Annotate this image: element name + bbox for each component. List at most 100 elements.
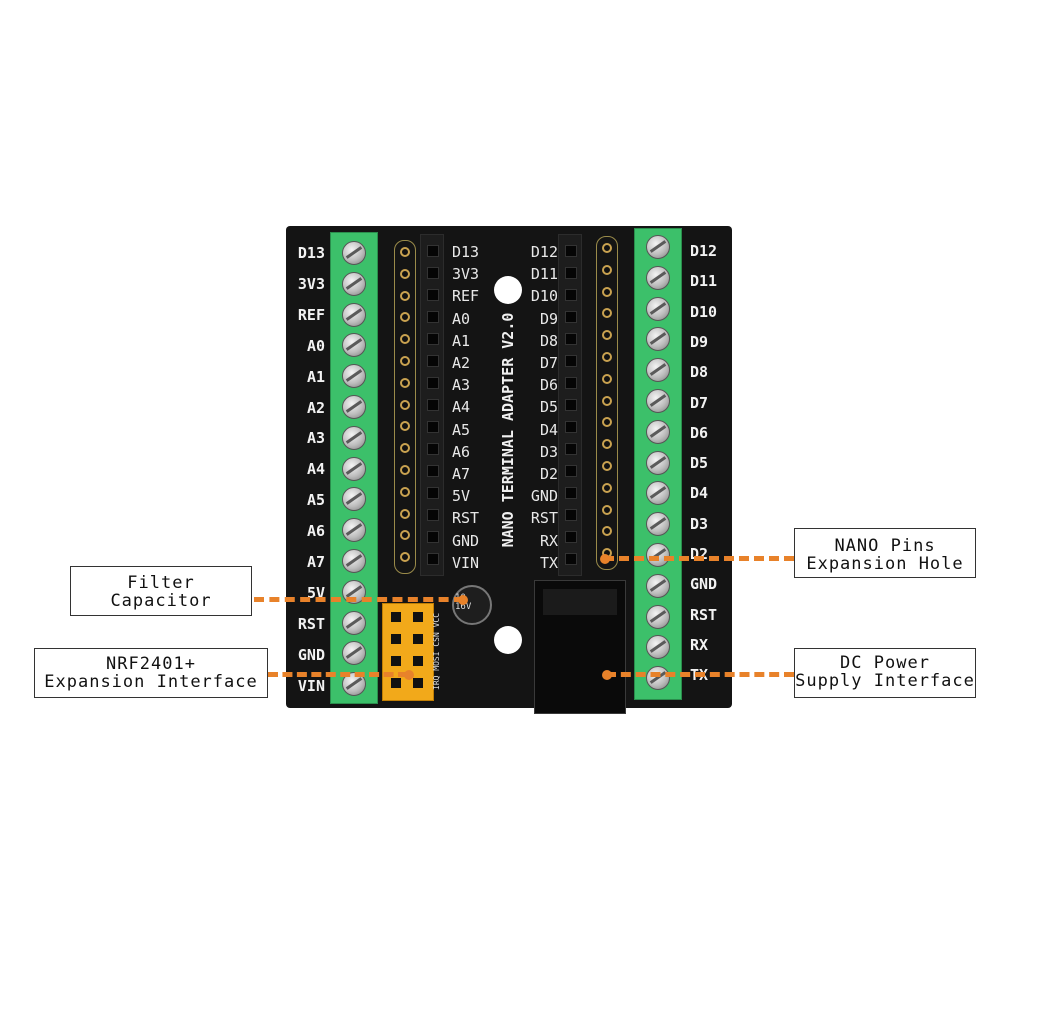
solder-pad [400,486,410,497]
solder-pad [602,504,612,515]
solder-pad [602,417,612,428]
header-socket [565,267,577,279]
screw-icon [646,296,670,321]
screw-icon [646,450,670,475]
left-female-header [420,234,444,576]
callout-dc-line2: Supply Interface [795,671,975,691]
header-socket [565,465,577,477]
screw-icon [646,481,670,506]
screw-icon [646,327,670,352]
screw-icon [342,271,366,296]
solder-pad [400,399,410,410]
nrf2401-header [382,603,434,701]
left-header-label: A0 [452,309,471,328]
solder-pad [602,330,612,341]
right-edge-label: D4 [690,484,709,503]
right-edge-label: D11 [690,272,718,291]
right-edge-label: D3 [690,514,709,533]
screw-icon [646,235,670,259]
header-socket [427,553,439,565]
left-edge-label: RST [297,614,325,633]
left-edge-label: A6 [306,522,325,541]
left-edge-label: 5V [306,583,325,602]
left-edge-label: A5 [306,491,325,510]
left-header-label: A4 [452,398,471,417]
solder-pad [400,290,410,301]
header-socket [427,355,439,367]
solder-pad [400,465,410,475]
right-header-label: D6 [539,376,558,395]
left-header-label: 3V3 [452,265,480,284]
header-socket [427,245,439,257]
screw-icon [646,419,670,444]
header-socket [427,465,439,477]
right-edge-label: D12 [690,242,718,260]
screw-icon [646,635,670,660]
left-edge-label: D13 [297,244,325,262]
board-title: NANO TERMINAL ADAPTER V2.0 [499,312,517,548]
header-socket [565,421,577,433]
solder-pad [602,243,612,253]
header-socket [565,311,577,323]
left-edge-label: A2 [306,398,325,417]
callout-filter-capacitor: Filter Capacitor [70,566,252,616]
leader-dot-nrf [404,670,414,680]
screw-icon [342,302,366,327]
callout-dc-power: DC Power Supply Interface [794,648,976,698]
left-header-label: GND [452,531,480,550]
left-expansion-pads [394,240,416,574]
solder-pad [602,352,612,362]
right-header-label: TX [539,553,558,572]
callout-nano-line1: NANO Pins [834,536,936,556]
left-header-label: D13 [452,243,480,261]
right-edge-label: D9 [690,332,709,351]
solder-pad [400,334,410,345]
header-socket [427,377,439,389]
left-header-label: A5 [452,420,471,439]
screw-icon [342,487,366,512]
right-header-label: D12 [530,243,558,261]
solder-pad [400,268,410,279]
header-socket [427,487,439,499]
left-edge-label: VIN [297,676,325,695]
callout-nano-pins: NANO Pins Expansion Hole [794,528,976,578]
left-screw-terminal [330,232,378,704]
header-socket [565,289,577,301]
callout-filter-capacitor-line1: Filter [127,573,195,593]
left-header-label: A3 [452,376,471,395]
right-edge-label: D8 [690,363,709,382]
solder-pad [400,421,410,432]
right-edge-label: RST [690,605,718,624]
leader-line-dc [606,672,794,677]
dc-power-jack [534,580,626,714]
header-socket [427,333,439,345]
solder-pad [400,312,410,323]
header-socket [427,289,439,301]
right-header-label: D10 [530,287,558,306]
header-socket [427,509,439,521]
screw-icon [342,364,366,389]
right-edge-label: D5 [690,454,709,473]
solder-pad [400,356,410,366]
leader-line-nano [604,556,794,561]
right-header-label: D7 [539,354,558,372]
header-socket [565,245,577,257]
screw-icon [342,241,366,265]
header-socket [565,509,577,521]
screw-icon [342,610,366,635]
screw-icon [646,604,670,629]
header-socket [427,267,439,279]
screw-icon [646,573,670,598]
left-header-label: VIN [452,553,480,572]
header-socket [565,487,577,499]
left-header-label: RST [452,509,480,528]
right-header-label: D4 [539,420,558,439]
solder-pad [602,439,612,450]
left-header-label: A1 [452,331,471,350]
header-socket [427,421,439,433]
right-header-label: D2 [539,465,558,483]
right-header-label: D11 [530,265,558,284]
right-header-label: D3 [539,442,558,461]
solder-pad [400,508,410,519]
